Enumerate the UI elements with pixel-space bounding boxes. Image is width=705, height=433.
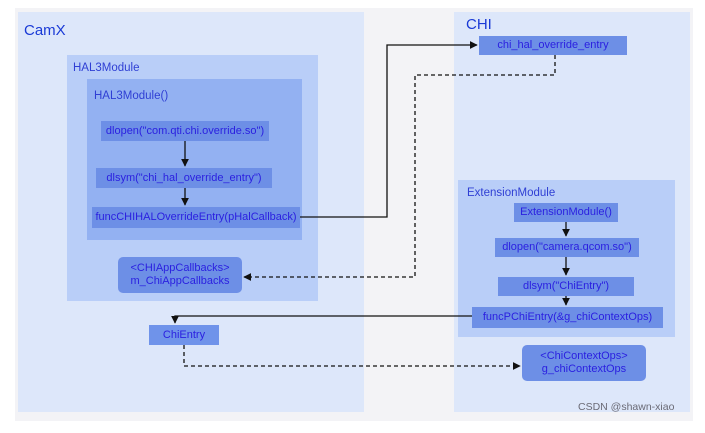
chi-dlsym-node: dlsym("ChiEntry") xyxy=(498,277,634,296)
dashed-arrow-chi-entry-to-context-ops xyxy=(183,345,521,370)
chi-hal-override-entry-node: chi_hal_override_entry xyxy=(479,36,627,55)
extension-module-ctor-node: ExtensionModule() xyxy=(514,203,618,222)
camx-title: CamX xyxy=(24,22,66,39)
dashed-arrow-override-to-callbacks xyxy=(243,55,556,281)
func-chi-hal-override-entry-node: funcCHIHALOverrideEntry(pHalCallback) xyxy=(92,207,300,228)
chi-app-callbacks-name: m_ChiAppCallbacks xyxy=(130,275,230,287)
camx-dlopen-node: dlopen("com.qti.chi.override.so") xyxy=(101,121,269,141)
hal3module-title: HAL3Module xyxy=(73,62,140,74)
chi-entry-node: ChiEntry xyxy=(149,325,219,345)
hal3module-ctor-title: HAL3Module() xyxy=(94,90,169,102)
chi-dlopen-node: dlopen("camera.qcom.so") xyxy=(495,238,639,257)
arrow-func-entry-to-chi-override xyxy=(300,41,478,218)
extension-module-title: ExtensionModule xyxy=(467,187,556,199)
camx-dlsym-node: dlsym("chi_hal_override_entry") xyxy=(96,168,272,188)
csdn-watermark: CSDN @shawn-xiao xyxy=(578,401,675,413)
chi-app-callbacks-node: <CHIAppCallbacks> m_ChiAppCallbacks xyxy=(118,257,242,293)
chi-context-ops-node: <ChiContextOps> g_chiContextOps xyxy=(522,345,646,381)
chi-context-ops-type: <ChiContextOps> xyxy=(540,350,628,362)
chi-context-ops-name: g_chiContextOps xyxy=(541,363,627,375)
func-pchi-entry-node: funcPChiEntry(&g_chiContextOps) xyxy=(472,307,663,328)
chi-title: CHI xyxy=(466,16,492,33)
chi-app-callbacks-type: <CHIAppCallbacks> xyxy=(130,262,230,274)
arrow-func-pchi-to-chi-entry xyxy=(171,315,472,324)
